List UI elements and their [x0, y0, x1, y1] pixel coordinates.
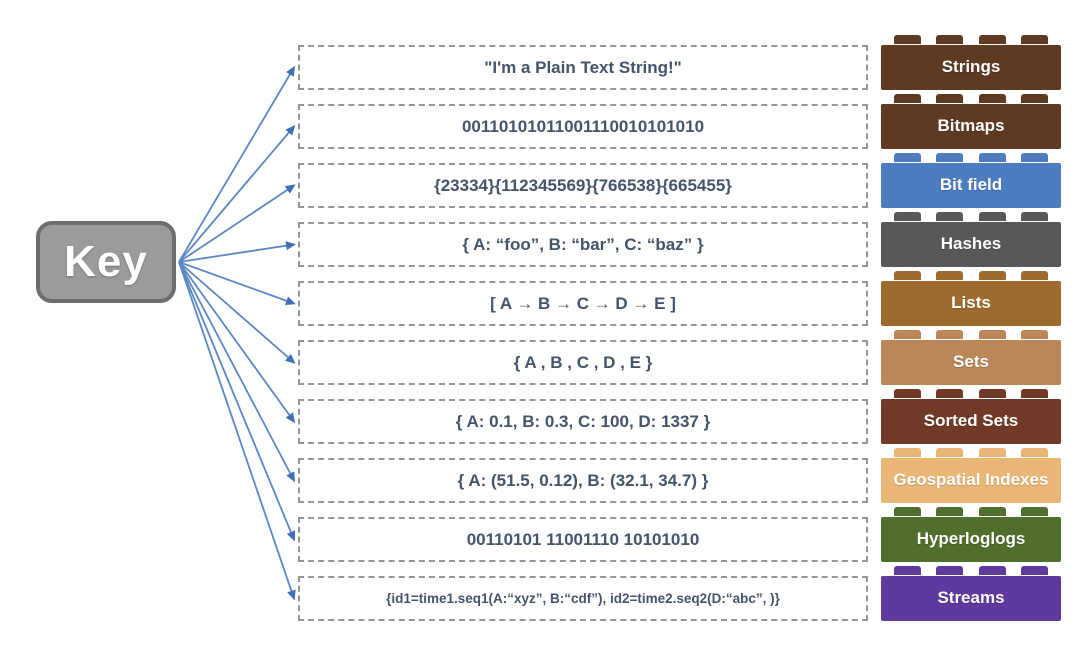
- diagram-row: { A: 0.1, B: 0.3, C: 100, D: 1337 } Sort…: [298, 389, 1061, 444]
- value-box: 00110101011001110010101010: [298, 104, 868, 149]
- brick-stud: [894, 507, 921, 516]
- brick-stud: [936, 35, 964, 44]
- type-brick-label: Sorted Sets: [881, 399, 1061, 444]
- type-brick-label: Hyperloglogs: [881, 517, 1061, 562]
- type-brick-label: Strings: [881, 45, 1061, 90]
- type-brick-wrap: Geospatial Indexes: [881, 448, 1061, 503]
- brick-stud: [1020, 389, 1048, 398]
- type-brick-label: Bitmaps: [881, 104, 1061, 149]
- type-brick-wrap: Streams: [881, 566, 1061, 621]
- brick-studs: [881, 35, 1061, 44]
- brick-stud: [894, 212, 921, 221]
- type-brick-label: Bit field: [881, 163, 1061, 208]
- brick-stud: [936, 212, 964, 221]
- brick-studs: [881, 271, 1061, 280]
- brick-stud: [978, 507, 1006, 516]
- diagram-row: 00110101 11001110 10101010 Hyperloglogs: [298, 507, 1061, 562]
- brick-stud: [894, 389, 921, 398]
- brick-studs: [881, 389, 1061, 398]
- brick-stud: [1020, 330, 1048, 339]
- key-box: Key: [36, 221, 176, 303]
- type-brick-label: Sets: [881, 340, 1061, 385]
- diagram-row: [ A → B → C → D → E ] Lists: [298, 271, 1061, 326]
- brick-stud: [936, 566, 964, 575]
- brick-stud: [1020, 153, 1048, 162]
- type-brick-wrap: Hashes: [881, 212, 1061, 267]
- brick-studs: [881, 566, 1061, 575]
- brick-stud: [894, 330, 921, 339]
- diagram-row: { A: “foo”, B: “bar”, C: “baz” } Hashes: [298, 212, 1061, 267]
- type-brick-label: Geospatial Indexes: [881, 458, 1061, 503]
- brick-stud: [978, 566, 1006, 575]
- type-brick-label: Streams: [881, 576, 1061, 621]
- diagram-row: {id1=time1.seq1(A:“xyz”, B:“cdf”), id2=t…: [298, 566, 1061, 621]
- brick-stud: [894, 566, 921, 575]
- brick-stud: [978, 448, 1006, 457]
- brick-stud: [1020, 271, 1048, 280]
- brick-stud: [978, 271, 1006, 280]
- type-brick-wrap: Lists: [881, 271, 1061, 326]
- brick-stud: [894, 448, 921, 457]
- brick-stud: [1020, 212, 1048, 221]
- brick-stud: [1020, 94, 1048, 103]
- diagram-row: "I'm a Plain Text String!" Strings: [298, 35, 1061, 90]
- brick-stud: [894, 35, 921, 44]
- brick-studs: [881, 507, 1061, 516]
- key-label: Key: [64, 237, 148, 286]
- brick-stud: [978, 153, 1006, 162]
- value-box: { A: 0.1, B: 0.3, C: 100, D: 1337 }: [298, 399, 868, 444]
- brick-stud: [894, 153, 921, 162]
- brick-stud: [978, 212, 1006, 221]
- brick-stud: [1020, 507, 1048, 516]
- brick-stud: [936, 94, 964, 103]
- diagram-row: {23334}{112345569}{766538}{665455} Bit f…: [298, 153, 1061, 208]
- diagram-row: { A , B , C , D , E } Sets: [298, 330, 1061, 385]
- brick-stud: [894, 271, 921, 280]
- diagram-row: 00110101011001110010101010 Bitmaps: [298, 94, 1061, 149]
- value-box: { A: (51.5, 0.12), B: (32.1, 34.7) }: [298, 458, 868, 503]
- rows-container: "I'm a Plain Text String!" Strings 00110…: [298, 35, 1061, 621]
- brick-stud: [936, 271, 964, 280]
- value-box: 00110101 11001110 10101010: [298, 517, 868, 562]
- brick-stud: [978, 35, 1006, 44]
- type-brick-label: Lists: [881, 281, 1061, 326]
- brick-studs: [881, 448, 1061, 457]
- type-brick-wrap: Sorted Sets: [881, 389, 1061, 444]
- value-box: "I'm a Plain Text String!": [298, 45, 868, 90]
- value-box: {id1=time1.seq1(A:“xyz”, B:“cdf”), id2=t…: [298, 576, 868, 621]
- brick-stud: [936, 507, 964, 516]
- brick-stud: [936, 153, 964, 162]
- brick-stud: [1020, 35, 1048, 44]
- brick-studs: [881, 94, 1061, 103]
- brick-stud: [978, 94, 1006, 103]
- type-brick-wrap: Bit field: [881, 153, 1061, 208]
- brick-stud: [936, 330, 964, 339]
- brick-stud: [894, 94, 921, 103]
- brick-stud: [978, 330, 1006, 339]
- brick-studs: [881, 212, 1061, 221]
- value-box: { A: “foo”, B: “bar”, C: “baz” }: [298, 222, 868, 267]
- brick-studs: [881, 153, 1061, 162]
- value-box: [ A → B → C → D → E ]: [298, 281, 868, 326]
- value-box: {23334}{112345569}{766538}{665455}: [298, 163, 868, 208]
- value-box: { A , B , C , D , E }: [298, 340, 868, 385]
- diagram-row: { A: (51.5, 0.12), B: (32.1, 34.7) } Geo…: [298, 448, 1061, 503]
- brick-stud: [978, 389, 1006, 398]
- type-brick-wrap: Hyperloglogs: [881, 507, 1061, 562]
- brick-stud: [1020, 448, 1048, 457]
- type-brick-wrap: Bitmaps: [881, 94, 1061, 149]
- brick-studs: [881, 330, 1061, 339]
- brick-stud: [1020, 566, 1048, 575]
- brick-stud: [936, 389, 964, 398]
- type-brick-label: Hashes: [881, 222, 1061, 267]
- type-brick-wrap: Strings: [881, 35, 1061, 90]
- brick-stud: [936, 448, 964, 457]
- type-brick-wrap: Sets: [881, 330, 1061, 385]
